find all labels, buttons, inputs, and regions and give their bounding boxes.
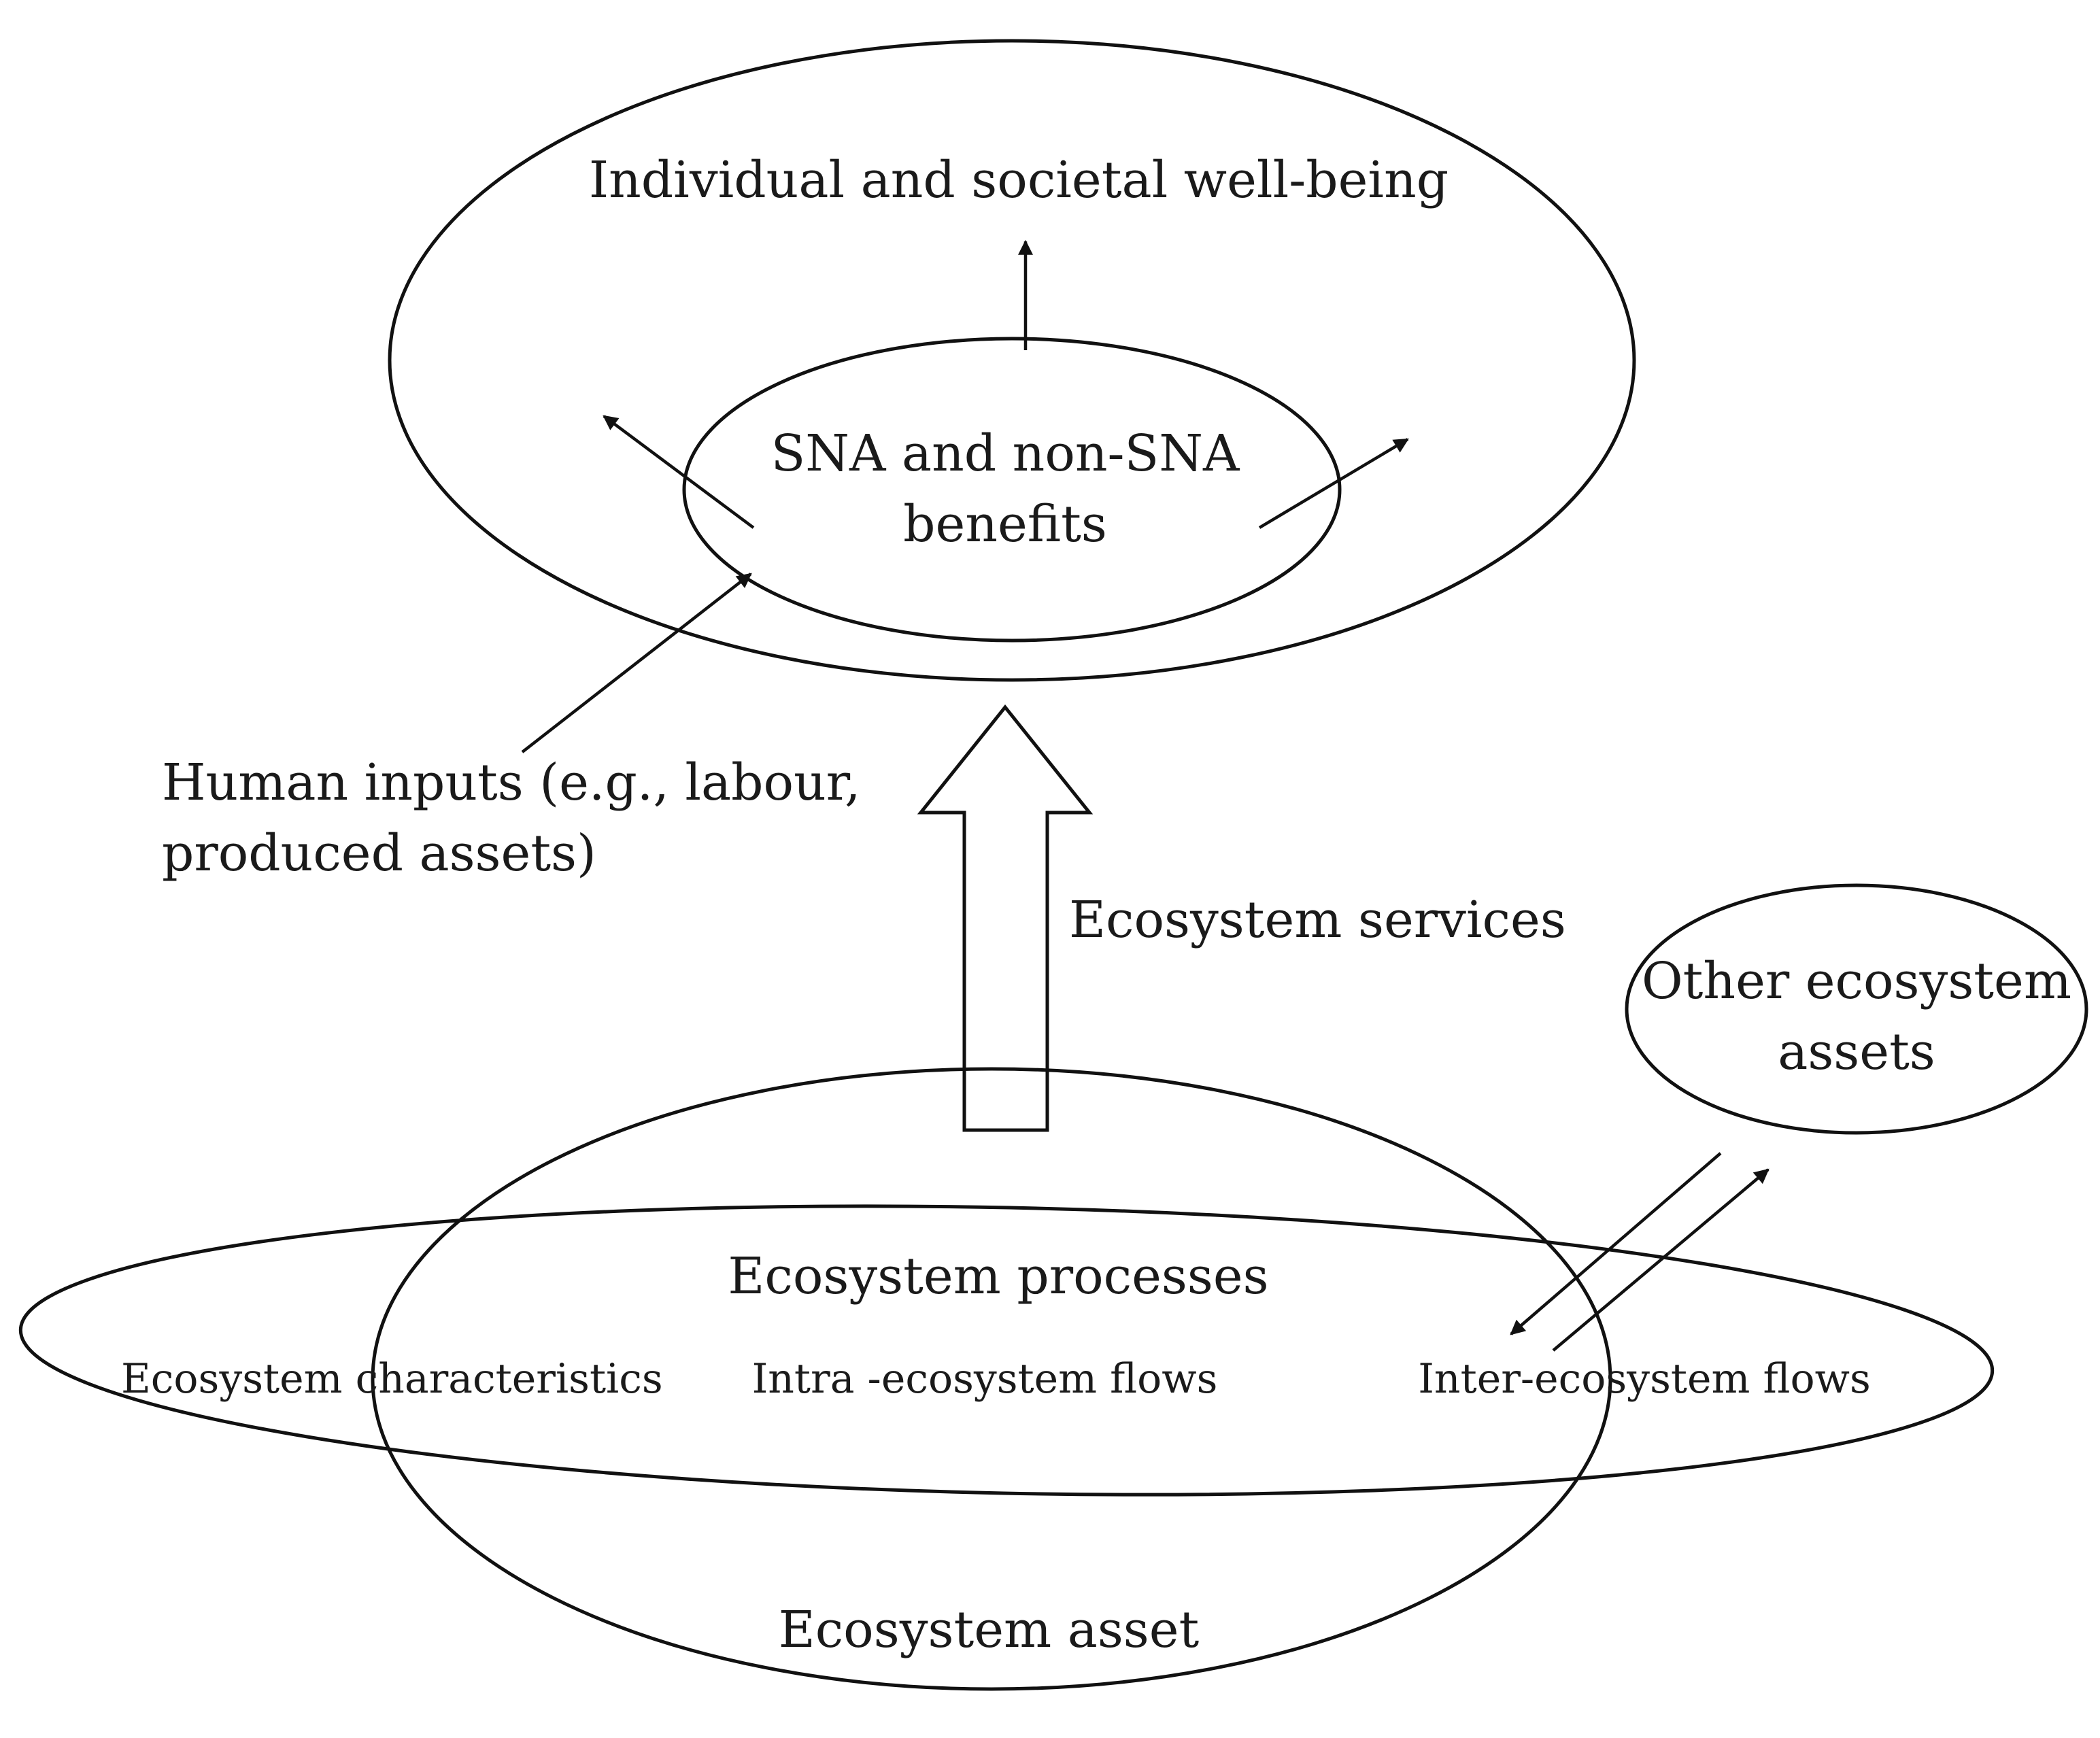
other-ecosystem-assets-ellipse <box>1625 883 2088 1135</box>
ecosystem-characteristics-label: Ecosystem characteristics <box>121 1355 663 1403</box>
benefits-label-line1: SNA and non-SNA <box>771 424 1240 483</box>
intra-ecosystem-flows-label: Intra -ecosystem flows <box>752 1355 1218 1403</box>
ecosystem-services-label: Ecosystem services <box>1069 891 1566 949</box>
benefits-left-arrow <box>603 415 755 529</box>
benefits-label-line2: benefits <box>903 495 1107 553</box>
other-assets-label-line2: assets <box>1778 1023 1935 1081</box>
other-assets-label-line1: Other ecosystem <box>1642 952 2071 1010</box>
ecosystem-processes-label: Ecosystem processes <box>728 1247 1268 1306</box>
human-inputs-label-line2: produced assets) <box>162 824 596 883</box>
outflow-to-other-assets-arrow <box>1552 1168 1769 1352</box>
ecosystem-services-block-arrow <box>917 704 1094 1132</box>
inter-ecosystem-flows-label: Inter-ecosystem flows <box>1418 1355 1871 1403</box>
wellbeing-label: Individual and societal well-being <box>589 151 1449 209</box>
ecosystem-processes-ellipse <box>18 1204 1995 1497</box>
ecosystem-asset-ellipse <box>371 1067 1612 1691</box>
human-inputs-arrow <box>521 573 752 753</box>
benefits-right-arrow <box>1258 438 1409 529</box>
benefits-ellipse <box>682 337 1342 643</box>
ecosystem-asset-label: Ecosystem asset <box>779 1601 1200 1659</box>
inflow-from-other-assets-arrow <box>1510 1152 1722 1335</box>
wellbeing-ellipse <box>388 39 1636 682</box>
human-inputs-label-line1: Human inputs (e.g., labour, <box>162 753 861 812</box>
